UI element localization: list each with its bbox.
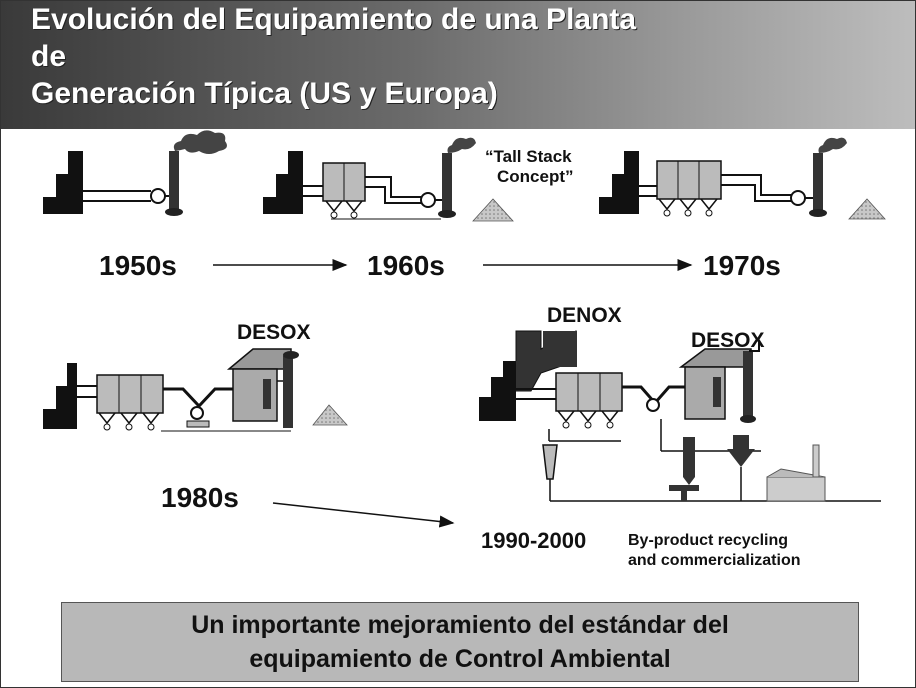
boiler-1950s	[43, 151, 83, 214]
summary-banner: Un importante mejoramiento del estándar …	[61, 602, 859, 682]
byproduct-note: By-product recycling and commercializati…	[628, 531, 801, 571]
smoke-1950s	[173, 130, 227, 154]
hopper-1990	[542, 444, 558, 480]
page-title: Evolución del Equipamiento de una Planta…	[31, 1, 636, 112]
boiler-1980s	[43, 363, 77, 429]
plant-1980s	[43, 348, 348, 432]
ash-pile-1970s	[848, 198, 886, 220]
plant-1990-2000	[479, 330, 881, 502]
stack-1950s	[169, 151, 179, 211]
arrow-1980-1990	[272, 502, 455, 528]
stack-1980s	[283, 356, 293, 428]
precipitator-1970s	[656, 160, 722, 200]
plant-evolution-diagram	[43, 130, 886, 528]
banner-line-2: equipamiento de Control Ambiental	[249, 645, 671, 673]
byproduct-building	[766, 476, 826, 502]
tall-stack-line-2: Concept”	[497, 167, 574, 186]
scrubber-roof-1980s	[226, 348, 292, 370]
desox-1990-label: DESOX	[691, 329, 765, 352]
tall-stack-label: “Tall Stack Concept”	[485, 147, 574, 187]
ash-pile-1980s	[312, 404, 348, 426]
title-line-1: Evolución del Equipamiento de una Planta	[31, 3, 637, 36]
title-bar: Evolución del Equipamiento de una Planta…	[1, 1, 915, 129]
scrubber-roof-1990	[678, 348, 752, 368]
decade-1950s: 1950s	[99, 250, 177, 281]
byproduct-line-1: By-product recycling	[628, 532, 789, 549]
byproduct-line-2: and commercialization	[628, 552, 801, 569]
plant-1960s	[263, 137, 514, 222]
ash-pile-1960s	[472, 198, 514, 222]
fan-1950s	[150, 188, 166, 204]
denox-reactor	[543, 331, 577, 367]
precipitator-1980s	[96, 374, 164, 414]
decade-1980s: 1980s	[161, 482, 239, 513]
banner-line-1: Un importante mejoramiento del estándar …	[191, 611, 729, 639]
plant-1950s	[43, 130, 227, 216]
stack-1960s	[442, 153, 452, 213]
decade-1970s: 1970s	[703, 250, 781, 281]
boiler-1990	[479, 361, 516, 421]
gypsum-arrow	[727, 435, 755, 467]
denox-label: DENOX	[547, 304, 622, 327]
stack-1970s	[813, 153, 823, 213]
decade-1990-2000: 1990-2000	[481, 528, 587, 553]
decade-1960s: 1960s	[367, 250, 445, 281]
stack-1990	[743, 351, 753, 419]
title-line-2: de	[31, 40, 67, 73]
tall-stack-line-1: “Tall Stack	[485, 147, 572, 166]
plant-1970s	[599, 137, 886, 220]
title-line-3: Generación Típica (US y Europa)	[31, 77, 498, 110]
boiler-1970s	[599, 151, 639, 214]
boiler-1960s	[263, 151, 303, 214]
precipitator-1990	[555, 372, 623, 412]
desox-1980-label: DESOX	[237, 321, 311, 344]
